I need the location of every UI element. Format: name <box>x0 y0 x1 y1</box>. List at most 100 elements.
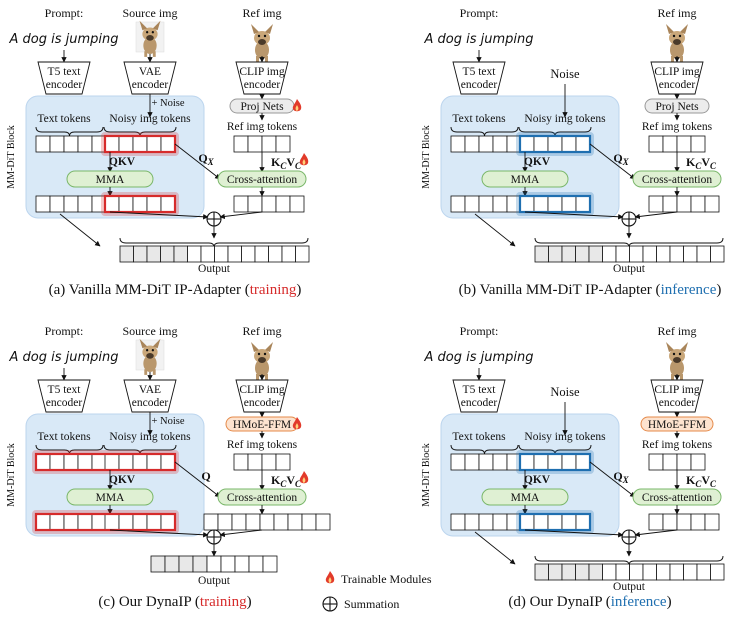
token-cell <box>227 245 242 263</box>
token-cell <box>49 513 65 531</box>
text-tokens-label: Text tokens <box>452 431 506 443</box>
token-cell <box>35 453 51 471</box>
t5-encoder-label-2: encoder <box>46 79 83 91</box>
token-cell <box>534 563 549 581</box>
legend-trainable: Trainable Modules <box>341 572 432 586</box>
output-label: Output <box>198 263 231 275</box>
q-arrow <box>589 461 636 498</box>
token-cell <box>49 453 65 471</box>
output-highlight <box>518 512 592 532</box>
ref-label: Ref img <box>658 6 697 20</box>
t5-encoder <box>37 379 91 413</box>
token-cell <box>261 195 277 213</box>
token-cell <box>187 245 202 263</box>
token-cell <box>104 195 120 213</box>
token-cell <box>492 453 508 471</box>
vae-encoder-label-1: VAE <box>139 66 161 78</box>
token-cell <box>118 513 134 531</box>
token-cell <box>248 555 264 573</box>
final-output-row <box>150 555 278 573</box>
fire-icon <box>325 571 335 584</box>
cross-attention-module-label: Cross-attention <box>227 492 298 504</box>
token-cell <box>575 563 590 581</box>
token-cell <box>150 555 166 573</box>
token-cell <box>164 555 180 573</box>
fire-icon <box>299 471 309 484</box>
text-token-row <box>35 453 107 471</box>
summation-icon <box>206 529 222 545</box>
t5-encoder <box>452 379 506 413</box>
token-cell <box>533 513 549 531</box>
token-cell <box>35 513 51 531</box>
connector-arrow <box>219 529 263 538</box>
token-cell <box>146 513 162 531</box>
cross-attention-module-label: Cross-attention <box>642 492 713 504</box>
proj-nets-label: Proj Nets <box>240 101 284 113</box>
token-cell <box>315 513 331 531</box>
proj-nets-label: Proj Nets <box>655 101 699 113</box>
token-cell <box>588 245 603 263</box>
t5-encoder <box>37 61 91 95</box>
token-cell <box>91 513 107 531</box>
token-cell <box>676 453 692 471</box>
token-cell <box>492 513 508 531</box>
token-cell <box>478 513 494 531</box>
token-cell <box>704 195 720 213</box>
token-cell <box>63 135 79 153</box>
token-cell <box>615 563 630 581</box>
kcvc-label: KCVC <box>271 473 302 489</box>
clip-encoder <box>235 61 289 95</box>
token-cell <box>690 135 706 153</box>
token-cell <box>77 513 93 531</box>
hmoe-ffm-label: HMoE-FFM <box>648 419 706 431</box>
token-cell <box>268 245 283 263</box>
token-cell <box>281 245 296 263</box>
token-cell <box>533 453 549 471</box>
q-label: Q <box>201 469 210 483</box>
connector-arrow <box>474 213 516 247</box>
qx-label: QX <box>198 151 214 167</box>
token-cell <box>295 245 310 263</box>
ref-token-row <box>648 135 706 153</box>
final-output-row <box>534 245 725 263</box>
token-cell <box>656 245 671 263</box>
cross-output-row <box>648 513 720 531</box>
clip-encoder-label-1: CLIP img <box>654 384 700 396</box>
token-cell <box>561 135 577 153</box>
legend-summation: Summation <box>344 597 399 611</box>
qkv-label: QKV <box>524 474 551 486</box>
token-cell <box>49 195 65 213</box>
token-cell <box>146 135 162 153</box>
mma-img-output-row <box>104 513 176 531</box>
summation-icon <box>621 529 637 545</box>
clip-encoder-label-2: encoder <box>244 79 281 91</box>
source-label: Source img <box>123 324 178 338</box>
prompt-text: A dog is jumping <box>423 32 533 47</box>
token-cell <box>683 563 698 581</box>
token-cell <box>519 195 535 213</box>
fire-icon <box>299 153 309 166</box>
token-cell <box>104 135 120 153</box>
token-cell <box>203 513 219 531</box>
token-cell <box>561 513 577 531</box>
mma-module-label: MMA <box>96 492 125 504</box>
token-cell <box>77 453 93 471</box>
token-cell <box>275 135 291 153</box>
token-cell <box>132 135 148 153</box>
token-cell <box>231 513 247 531</box>
q-arrow <box>174 461 221 498</box>
text-tokens-label: Text tokens <box>37 113 91 125</box>
text-token-row <box>450 453 522 471</box>
output-highlight-glow <box>516 510 594 534</box>
prompt-text: A dog is jumping <box>8 32 118 47</box>
clip-encoder-label-2: encoder <box>244 397 281 409</box>
summation-icon <box>621 211 637 227</box>
token-cell <box>132 453 148 471</box>
token-cell <box>450 195 466 213</box>
ref-token-row <box>233 453 291 471</box>
